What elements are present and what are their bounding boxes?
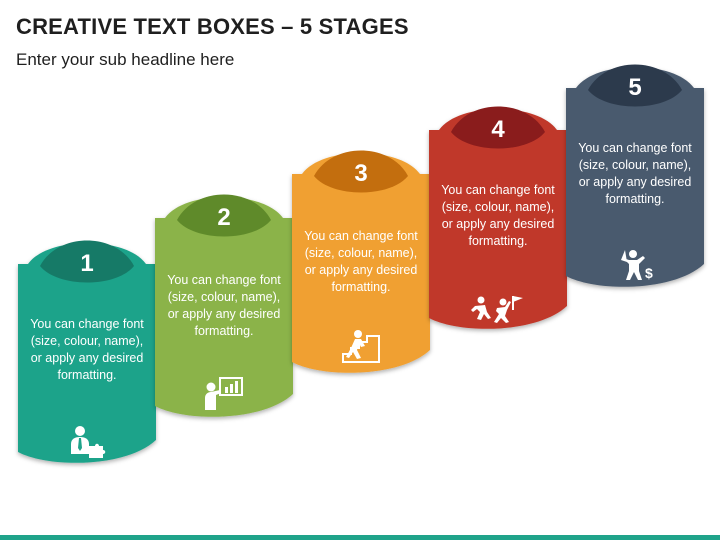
stage-5: 5 You can change font (size, colour, nam…	[566, 60, 704, 296]
businessman-puzzle-icon	[71, 426, 106, 458]
climber-stairs-icon	[342, 330, 380, 363]
stage-1: 1 You can change font (size, colour, nam…	[18, 236, 156, 472]
presenter-chart-icon	[205, 377, 243, 410]
stage-3-text: You can change font (size, colour, name)…	[304, 229, 418, 294]
stage-2-text: You can change font (size, colour, name)…	[167, 273, 281, 338]
stage-4-text: You can change font (size, colour, name)…	[441, 183, 555, 248]
page-title: CREATIVE TEXT BOXES – 5 STAGES	[16, 14, 409, 39]
stage-4-box	[429, 106, 567, 329]
stage-3: 3 You can change font (size, colour, nam…	[292, 146, 430, 382]
person-money-icon: $	[621, 250, 653, 281]
stage-3-number: 3	[354, 160, 368, 187]
svg-text:$: $	[645, 265, 653, 281]
stage-2-number: 2	[217, 204, 231, 231]
stage-1-box	[18, 240, 156, 463]
stage-4-number: 4	[491, 116, 505, 143]
bottom-accent-bar	[0, 535, 720, 540]
stage-1-number: 1	[80, 250, 94, 277]
stage-5-number: 5	[628, 74, 642, 101]
stage-2-box	[155, 194, 293, 417]
stage-3-box	[292, 150, 430, 373]
stage-1-text: You can change font (size, colour, name)…	[30, 317, 144, 382]
stage-5-box	[566, 64, 704, 287]
stage-2: 2 You can change font (size, colour, nam…	[155, 190, 293, 426]
race-to-flag-icon	[471, 296, 523, 323]
stage-4: 4 You can change font (size, colour, nam…	[429, 102, 567, 338]
stage-5-text: You can change font (size, colour, name)…	[578, 141, 692, 206]
page-subtitle: Enter your sub headline here	[16, 50, 235, 69]
